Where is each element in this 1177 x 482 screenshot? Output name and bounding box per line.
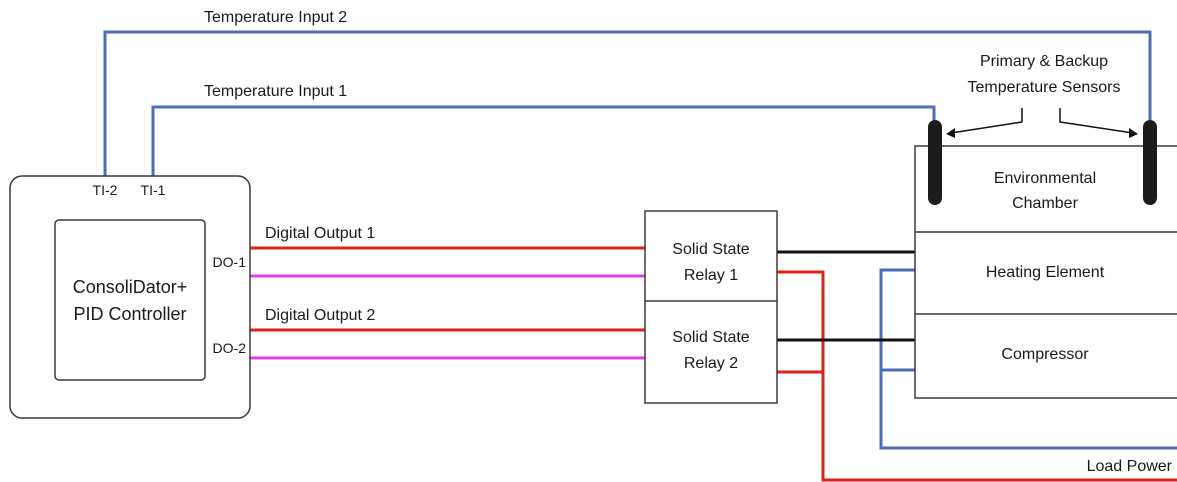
compressor-label: Compressor <box>1001 346 1089 363</box>
port-ti2-label: TI-2 <box>93 182 118 198</box>
relay-1-label-line2: Relay 1 <box>684 267 738 284</box>
temperature-input-1-label: Temperature Input 1 <box>204 83 347 100</box>
temperature-input-2-label: Temperature Input 2 <box>204 9 347 26</box>
controller-name-line1: ConsoliDator+ <box>73 277 188 297</box>
sensors-label-line2: Temperature Sensors <box>968 79 1121 96</box>
primary-temperature-sensor <box>928 120 942 205</box>
relay-2-label-line1: Solid State <box>672 329 749 346</box>
backup-sensor-arrowhead <box>1129 128 1138 138</box>
load-power-return-wire <box>879 268 1177 450</box>
digital-output-1-label: Digital Output 1 <box>265 225 375 242</box>
digital-output-2-label: Digital Output 2 <box>265 307 375 324</box>
port-do1-label: DO-1 <box>213 254 247 270</box>
load-power-label: Load Power <box>1087 458 1173 475</box>
relay-1-label-line1: Solid State <box>672 241 749 258</box>
primary-sensor-arrowhead <box>946 128 955 138</box>
relay-2-label-line2: Relay 2 <box>684 355 738 372</box>
port-do2-label: DO-2 <box>213 340 247 356</box>
relay-box <box>644 210 778 404</box>
primary-sensor-arrow <box>950 108 1023 134</box>
chamber-label-line2: Chamber <box>1012 195 1078 212</box>
backup-sensor-arrow <box>1059 108 1134 134</box>
chamber-label-line1: Environmental <box>994 170 1096 187</box>
temperature-input-1-wire <box>151 105 936 178</box>
controller-name-line2: PID Controller <box>73 304 186 324</box>
backup-temperature-sensor <box>1143 120 1157 205</box>
temperature-input-2-wire <box>103 30 1152 178</box>
heating-element-label: Heating Element <box>986 264 1105 281</box>
environmental-chamber-box <box>914 145 1177 399</box>
controller-inner-panel <box>54 219 206 381</box>
load-power-hot-wire <box>775 270 1177 482</box>
port-ti1-label: TI-1 <box>141 182 166 198</box>
sensors-label-line1: Primary & Backup <box>980 53 1108 70</box>
